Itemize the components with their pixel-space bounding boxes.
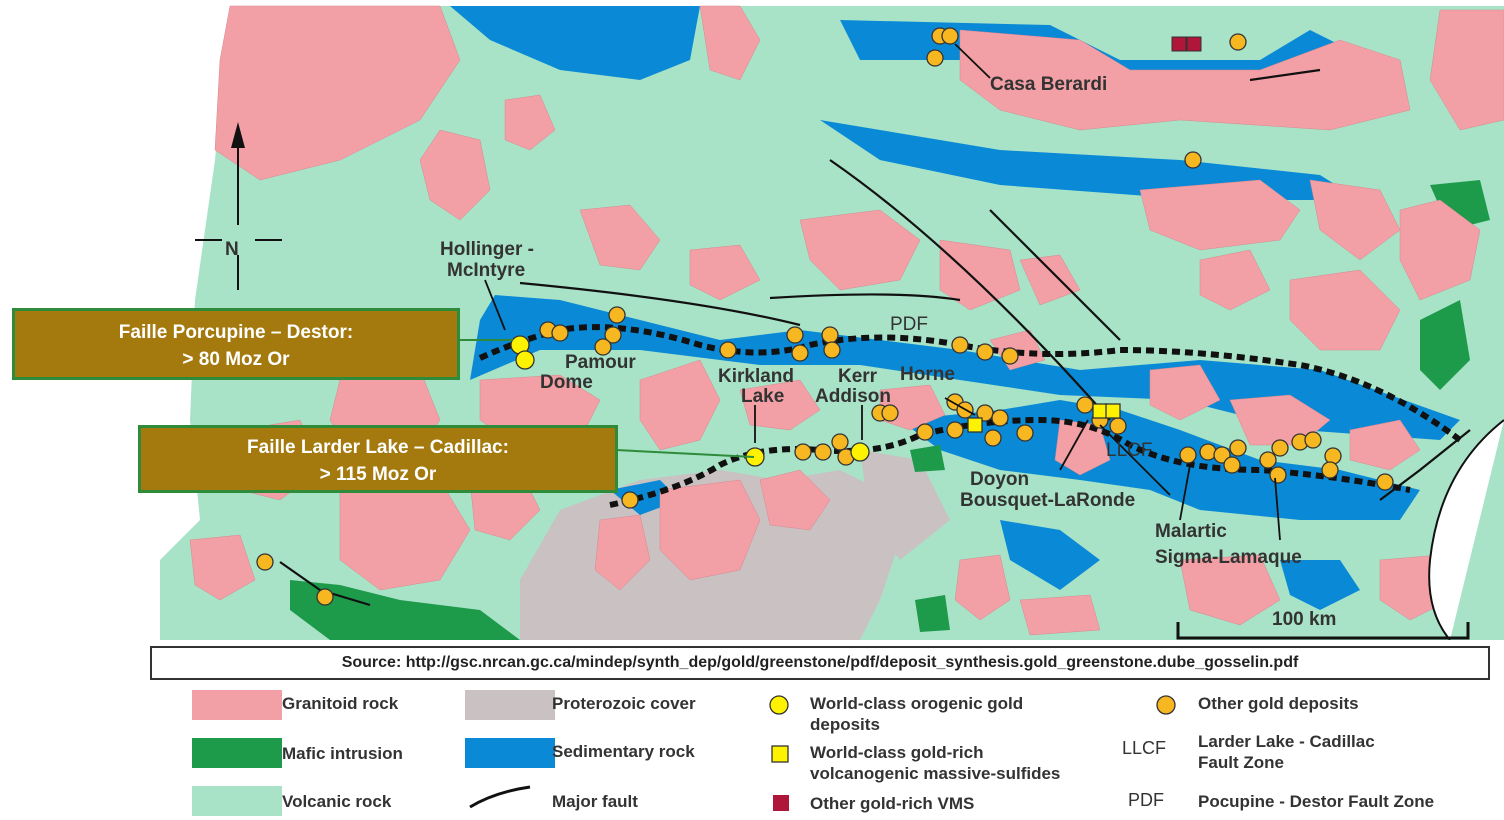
proterozoic-swatch [465,690,555,720]
scale-label: 100 km [1272,609,1336,630]
other-gold-label: Other gold deposits [1198,694,1359,713]
label-pointers [484,43,1281,541]
porcupine-destor-fault-zone [478,324,1462,443]
casa-berardi-label: Casa Berardi [990,74,1107,95]
geologic-map: N Hollinger - McIntyre Casa Berardi Pamo… [160,5,1504,640]
porcupine-callout-connector [458,339,513,341]
proterozoic-legend-label: Proterozoic cover [552,694,696,713]
volcanic-swatch [192,786,282,816]
llcf-abbr: LLCF [1122,738,1167,758]
gold-deposits [256,27,1394,606]
sedimentary-rock-area [1000,520,1100,590]
mafic-swatch [192,738,282,768]
kirkland-label-2: Lake [741,386,784,407]
horne-label: Horne [900,364,955,385]
hollinger-label-1: Hollinger - [440,239,534,260]
doyon-label: Doyon [970,469,1029,490]
sedimentary-legend-label: Sedimentary rock [552,742,695,761]
mafic-legend-label: Mafic intrusion [282,744,403,763]
major-fault-legend-label: Major fault [552,792,638,811]
porcupine-destor-callout: Faille Porcupine – Destor: > 80 Moz Or [12,308,460,380]
map-margin [160,6,230,560]
sigma-label: Sigma-Lamaque [1155,547,1302,568]
dome-label: Dome [540,372,593,393]
world-class-orogenic-label-2: deposits [810,715,880,734]
sedimentary-rock-area [450,6,700,80]
pamour-label: Pamour [565,352,636,373]
map-edge-arc [1428,419,1504,640]
mafic-intrusion-area [910,445,945,472]
larder-callout-connector [616,449,755,458]
world-class-vms-label-1: World-class gold-rich [810,743,984,762]
scale-bar [1176,622,1470,640]
world-class-vms-icon [771,745,789,763]
kirkland-label-1: Kirkland [718,366,794,387]
granitoid-legend-label: Granitoid rock [282,694,399,713]
other-vms-icon [773,795,789,811]
other-vms-label: Other gold-rich VMS [810,794,975,813]
porcupine-callout-line1: Faille Porcupine – Destor: [118,322,354,343]
volcanic-legend-label: Volcanic rock [282,792,392,811]
larder-callout-line2: > 115 Moz Or [319,464,437,485]
sedimentary-swatch [465,738,555,768]
mafic-intrusion-area [1420,300,1470,390]
sedimentary-rock-area [820,120,1360,200]
kerr-label-2: Addison [815,386,891,407]
kerr-label-1: Kerr [838,366,878,387]
pdf-label: PDF [890,314,928,335]
source-citation: Source: http://gsc.nrcan.gc.ca/mindep/sy… [150,646,1490,680]
bousquet-label: Bousquet-LaRonde [960,490,1135,511]
sedimentary-rock-area [1280,560,1360,610]
pdf-abbr: PDF [1128,790,1164,810]
larder-lake-callout: Faille Larder Lake – Cadillac: > 115 Moz… [138,425,618,493]
malartic-label: Malartic [1155,521,1227,542]
larder-callout-line1: Faille Larder Lake – Cadillac: [247,437,509,458]
major-fault-swatch [469,785,531,809]
larder-lake-cadillac-fault-zone [609,416,1411,508]
major-faults [279,68,1471,607]
north-label: N [225,239,239,260]
other-gold-icon [1156,695,1176,715]
world-class-orogenic-icon [769,695,789,715]
llcf-name-1: Larder Lake - Cadillac [1198,732,1375,751]
north-arrow [195,122,282,290]
granitoid-swatch [192,690,282,720]
llcf-label: LLCF [1106,440,1152,461]
hollinger-label-2: McIntyre [447,260,525,281]
proterozoic-cover-area [860,450,950,560]
mafic-intrusion-area [290,580,520,640]
world-class-vms-label-2: volcanogenic massive-sulfides [810,764,1061,783]
llcf-name-2: Fault Zone [1198,753,1284,772]
mafic-intrusion-area [915,595,950,632]
pdf-name: Pocupine - Destor Fault Zone [1198,792,1435,811]
world-class-orogenic-label-1: World-class orogenic gold [810,694,1024,713]
porcupine-callout-line2: > 80 Moz Or [182,349,290,370]
